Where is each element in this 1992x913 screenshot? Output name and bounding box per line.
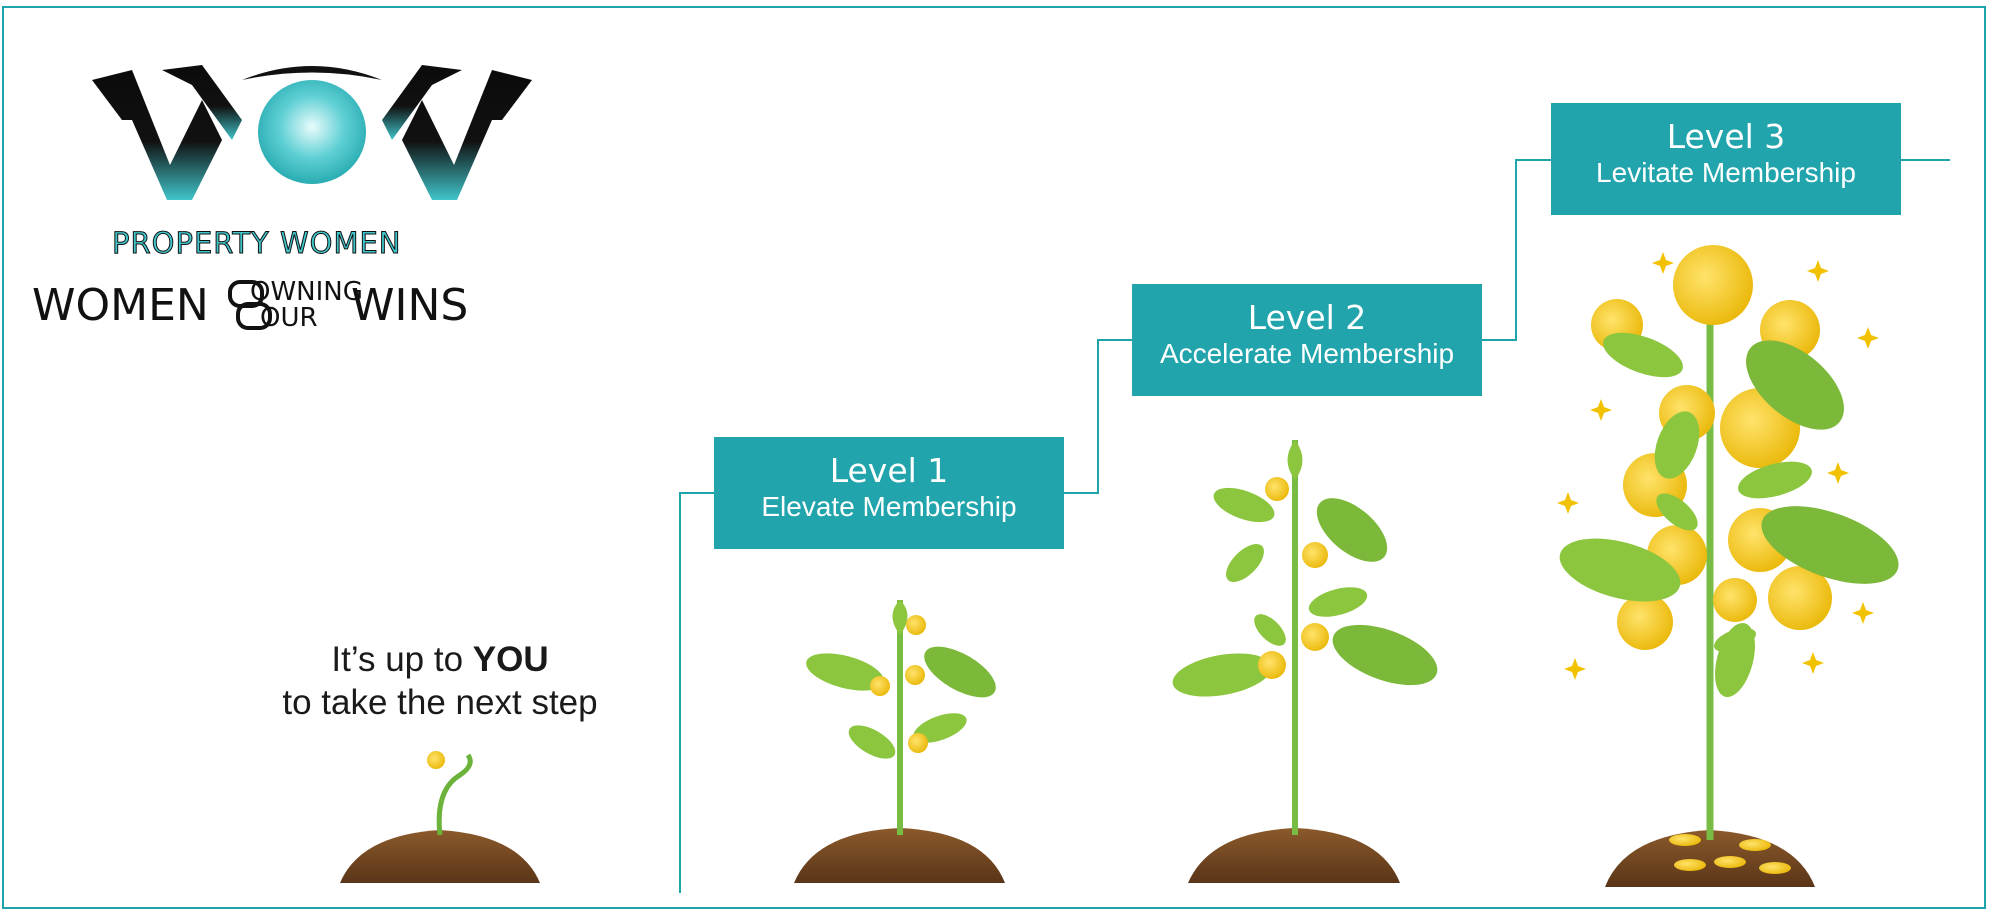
level-2-subtitle: Accelerate Membership — [1159, 338, 1455, 369]
seedling-icon — [340, 751, 540, 883]
cta-prefix: It’s up to — [331, 640, 473, 679]
level-1-subtitle: Elevate Membership — [761, 491, 1017, 522]
wow-mark-icon — [92, 65, 532, 200]
logo-tagline: WOMEN WINS OWNING OUR — [30, 270, 590, 350]
wow-logo: PROPERTY WOMEN — [30, 60, 590, 350]
tagline-word-women: WOMEN — [32, 280, 209, 331]
cta-emphasis: YOU — [472, 640, 549, 679]
logo-subtitle: PROPERTY WOMEN — [112, 226, 402, 261]
tagline-word-wins: WINS — [351, 280, 468, 331]
level-3-title: Level 3 — [1666, 117, 1786, 156]
level-1-title: Level 1 — [829, 451, 949, 490]
cta-line-2: to take the next step — [282, 683, 598, 722]
level-3-subtitle: Levitate Membership — [1596, 157, 1856, 188]
level-2-box[interactable]: Level 2 Accelerate Membership — [1132, 284, 1482, 396]
page-border — [2, 6, 1986, 909]
small-plant-icon — [794, 600, 1005, 883]
call-to-action: It’s up to YOU to take the next step — [220, 638, 660, 724]
level-1-box[interactable]: Level 1 Elevate Membership — [714, 437, 1064, 549]
level-2-title: Level 2 — [1247, 298, 1367, 337]
money-tree-icon — [1557, 245, 1899, 887]
tagline-word-owning: OWNING — [250, 277, 363, 307]
tagline-graphic: WOMEN WINS OWNING OUR — [32, 277, 468, 333]
medium-plant-icon — [1172, 440, 1438, 883]
level-3-box[interactable]: Level 3 Levitate Membership — [1551, 103, 1901, 215]
